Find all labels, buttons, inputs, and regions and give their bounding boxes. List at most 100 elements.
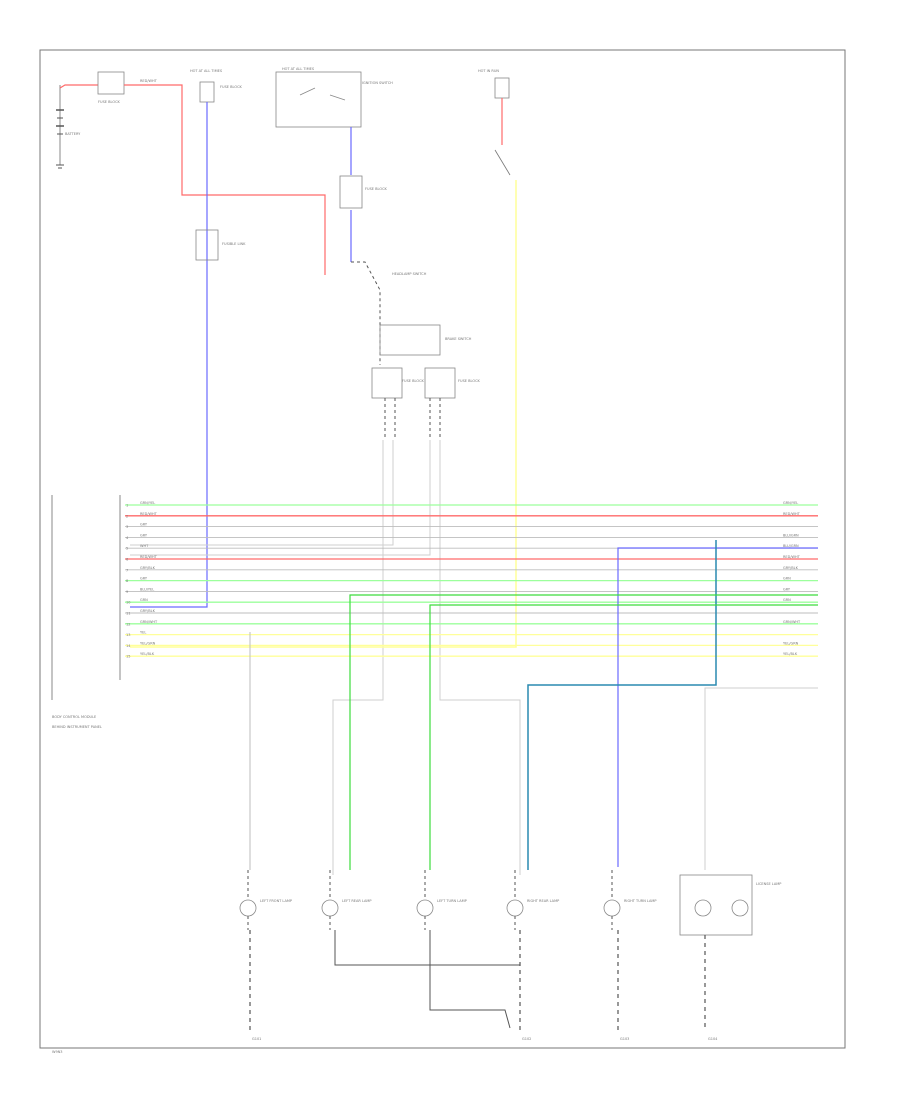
battery-label: BATTERY (65, 132, 81, 136)
top-fuse-label-1: FUSE BLOCK (98, 100, 121, 104)
bus-wire-label: RED/WHT (140, 555, 158, 559)
blue-wire-main (130, 102, 208, 608)
bus-wire-label: YEL/BLK (140, 652, 155, 656)
bus-pin-number: 6 (126, 558, 128, 562)
license-lamp-bulb-2 (731, 899, 749, 917)
teal-wire (617, 547, 818, 867)
license-lamp-box (679, 874, 753, 936)
bus-pin-number: 10 (126, 601, 130, 605)
bus-wire-right-label: GRN (783, 598, 791, 602)
bus-wire-right-label: GRN/YEL (783, 501, 798, 505)
fuse-block-low-2 (424, 367, 456, 399)
bus-wire-label: RED/WHT (140, 512, 158, 516)
bus-wire-label: GRN (140, 598, 148, 602)
lamp-bulb (239, 899, 257, 917)
bus-pin-number: 2 (126, 514, 128, 518)
ignition-contacts (299, 87, 346, 101)
bus-wire-label: GRY/BLK (140, 566, 156, 570)
ground-bus-left (334, 930, 520, 966)
bus-pin-number: 1 (126, 504, 128, 508)
diagram-frame (39, 49, 846, 1049)
lamp-label: LEFT REAR LAMP (342, 899, 372, 903)
top-fuse-label-2: FUSE BLOCK (220, 85, 243, 89)
yellow-wire-main (130, 180, 517, 648)
fuse-hot-run (494, 77, 510, 99)
lamp-label: RIGHT TURN LAMP (624, 899, 656, 903)
footer-code: W9N3 (52, 1050, 63, 1054)
green-drop-2 (429, 604, 818, 870)
bus-pin-number: 4 (126, 536, 129, 540)
red-wire-tag: RED/WHT (140, 79, 158, 83)
red-wire-top (124, 84, 326, 275)
fuse-block-low-1-label: FUSE BLOCK (402, 379, 425, 383)
bus-wire-label: YEL (140, 631, 146, 635)
ground-bus-mid (429, 930, 511, 1029)
fuse-block-mid (339, 175, 363, 209)
lamp-label: LEFT TURN LAMP (437, 899, 467, 903)
ignition-switch-box (275, 71, 362, 128)
low-fuse-stubs (384, 398, 441, 440)
bus-pin-number: 13 (126, 633, 130, 637)
bus-wire-label: GRN/WHT (140, 620, 158, 624)
bus-wire-right-label: RED/WHT (783, 555, 801, 559)
bus-pin-number: 11 (126, 612, 130, 616)
bus-wire-label: GRY (140, 523, 148, 527)
bus-wire-right-label: BLU/GRN (783, 544, 799, 548)
bus-wire-right-label: YEL/BLK (783, 652, 798, 656)
bus-wire-label: GRY (140, 577, 148, 581)
hot-run-label: HOT IN RUN (478, 69, 499, 73)
lamp-label: RIGHT REAR LAMP (527, 899, 559, 903)
bus-pin-number: 3 (126, 525, 128, 529)
bus-wire-right-label: YEL/GRN (783, 641, 799, 645)
ground-label-3: G103 (620, 1037, 629, 1041)
bus-wire-right-label: GRY (783, 587, 791, 591)
bus-pin-number: 14 (126, 644, 131, 648)
bus-pin-number: 5 (126, 547, 128, 551)
license-lamp-label: LICENSE LAMP (756, 882, 781, 886)
bus-wire-right-label: GRN (783, 577, 791, 581)
fusible-link-label: FUSIBLE LINK (222, 242, 246, 246)
ignition-hot-label: HOT AT ALL TIMES (282, 67, 315, 71)
bus-pin-number: 12 (126, 622, 130, 626)
lamp-switch-box (379, 324, 441, 356)
lamp-switch-label: HEADLAMP SWITCH (392, 272, 427, 276)
fuse-block-low-2-label: FUSE BLOCK (458, 379, 481, 383)
bus-wire-label: BLU/YEL (140, 587, 154, 591)
bus-wire-right-label: RED/WHT (783, 512, 801, 516)
bus-wire-label: GRN/YEL (140, 501, 155, 505)
bus-wire-label: WHT (140, 544, 149, 548)
lamp-bulb (321, 899, 339, 917)
fusible-link-mid (195, 229, 219, 261)
fuse-block-low-1 (371, 367, 403, 399)
license-lamp-bulb-1 (694, 899, 712, 917)
green-drop-1 (349, 594, 818, 870)
ground-label-4: G104 (708, 1037, 718, 1041)
bus-pin-number: 9 (126, 590, 128, 594)
lamp-bulb (506, 899, 524, 917)
bus-wire-right-label: BLU/GRN (783, 533, 799, 537)
fuse-block-mid-label: FUSE BLOCK (365, 187, 388, 191)
bus-wire-label: YEL/GRN (140, 641, 156, 645)
brake-contacts (494, 149, 511, 176)
bus-wire-label: GRY (140, 533, 148, 537)
bus-pin-number: 15 (126, 655, 130, 659)
module-sub-label: BEHIND INSTRUMENT PANEL (52, 725, 102, 729)
bus-pin-number: 7 (126, 568, 128, 572)
fusible-link-box (97, 71, 125, 95)
lamp-switch-wire (351, 261, 381, 365)
bus-pin-number: 8 (126, 579, 128, 583)
gray-drop-right (704, 687, 818, 870)
fuse-block-top (199, 81, 215, 103)
hot-all-times-label: HOT AT ALL TIMES (190, 69, 223, 73)
bus-wire-label: GRY/BLK (140, 609, 156, 613)
ignition-switch-label: IGNITION SWITCH (362, 81, 393, 85)
bus-wire-right-label: GRY/BLK (783, 566, 799, 570)
lamp-bulb (416, 899, 434, 917)
bus-wire-right-label: GRN/WHT (783, 620, 801, 624)
ground-label-1: G101 (252, 1037, 261, 1041)
teal-wire-2 (527, 540, 717, 870)
gray-wire-fuse2 (130, 440, 394, 546)
